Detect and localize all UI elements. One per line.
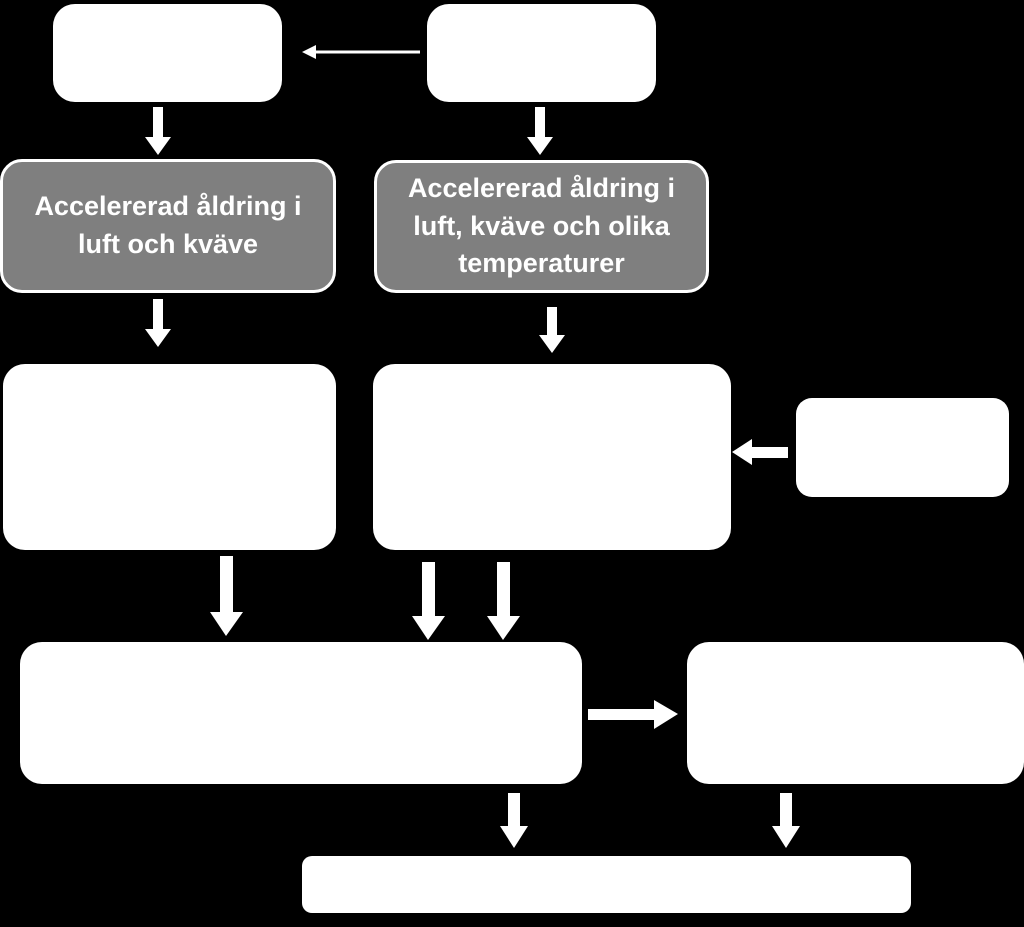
top-left-box (53, 4, 282, 102)
arrow-right-bottom (588, 700, 678, 729)
arrow-down-bottom-wide (500, 793, 528, 848)
accelerated-aging-air-nitrogen-label: Accelererad åldring i luft och kväve (34, 191, 302, 259)
arrow-left-middle-right (732, 439, 788, 465)
arrow-down-bottom-right (772, 793, 800, 848)
arrow-down-grey-right (539, 307, 565, 353)
arrow-down-middle-left (210, 556, 243, 636)
accelerated-aging-air-nitrogen-box: Accelererad åldring i luft och kväve (0, 159, 336, 293)
accelerated-aging-temperatures-box: Accelererad åldring i luft, kväve och ol… (374, 160, 709, 293)
accelerated-aging-temperatures-label: Accelererad åldring i luft, kväve och ol… (407, 172, 676, 279)
arrow-top-right-to-top-left (302, 45, 420, 59)
arrow-down-grey-left (145, 299, 171, 347)
arrow-down-top-left (145, 107, 171, 155)
middle-left-box (3, 364, 336, 550)
arrow-down-middle-center-2 (487, 562, 520, 640)
middle-right-box (796, 398, 1009, 497)
arrow-down-top-right (527, 107, 553, 155)
bottom-wide-box (20, 642, 582, 784)
arrow-down-middle-center-1 (412, 562, 445, 640)
middle-center-box (373, 364, 731, 550)
top-right-box (427, 4, 656, 102)
final-bar-box (302, 856, 911, 913)
bottom-right-box (687, 642, 1024, 784)
